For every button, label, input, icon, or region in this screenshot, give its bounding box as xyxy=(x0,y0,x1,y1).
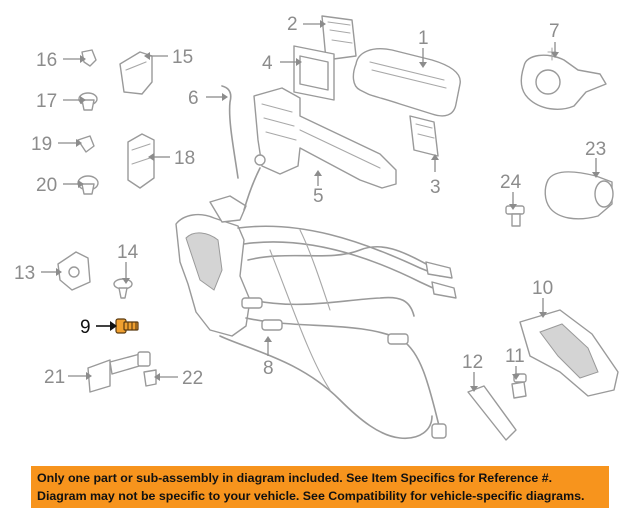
callout-1: 1 xyxy=(418,28,429,49)
callout-17: 17 xyxy=(36,91,57,112)
part-18-bracket xyxy=(127,133,155,189)
callout-14: 14 xyxy=(117,242,139,263)
callout-13: 13 xyxy=(14,263,35,284)
part-12-trim xyxy=(467,385,517,441)
callout-18: 18 xyxy=(174,148,195,169)
part-19-clip xyxy=(77,135,95,153)
part-7-lock-cylinder xyxy=(520,47,607,110)
callout-24: 24 xyxy=(500,172,522,193)
callout-16: 16 xyxy=(36,50,57,71)
callout-7: 7 xyxy=(549,21,560,42)
part-10-inner-handle xyxy=(519,309,619,397)
part-1-outer-handle xyxy=(352,48,461,117)
part-4-gasket xyxy=(293,45,335,101)
part-13-pad xyxy=(57,251,91,291)
part-2-cover xyxy=(321,15,357,61)
part-6-rod xyxy=(221,85,239,179)
callout-2: 2 xyxy=(287,14,298,35)
parts-diagram: 2 1 4 3 5 6 7 23 24 16 15 17 19 18 20 13… xyxy=(14,14,619,441)
callout-23: 23 xyxy=(585,139,606,160)
notice-line-1: Only one part or sub-assembly in diagram… xyxy=(37,471,553,485)
callout-15: 15 xyxy=(172,47,193,68)
part-9-bolt xyxy=(115,318,139,334)
part-23-cylinder-housing xyxy=(544,171,614,220)
callout-9: 9 xyxy=(80,317,91,338)
callout-11: 11 xyxy=(505,346,525,367)
notice-line-2: Diagram may not be specific to your vehi… xyxy=(37,489,585,503)
callout-10: 10 xyxy=(532,278,553,299)
leader-lines xyxy=(41,23,597,386)
callout-22: 22 xyxy=(182,368,203,389)
callout-6: 6 xyxy=(188,88,199,109)
part-15-bracket xyxy=(119,51,153,95)
part-11-screw xyxy=(511,373,527,399)
notice-banner: Only one part or sub-assembly in diagram… xyxy=(31,466,609,508)
callout-5: 5 xyxy=(313,186,324,207)
callout-8: 8 xyxy=(263,358,274,379)
part-17-grommet xyxy=(78,92,98,111)
part-22-screw xyxy=(143,369,157,387)
callout-21: 21 xyxy=(44,367,65,388)
part-5-handle-frame xyxy=(253,87,397,189)
callout-4: 4 xyxy=(262,53,273,74)
leader-9 xyxy=(96,321,117,331)
part-3-pad xyxy=(409,115,439,157)
callout-19: 19 xyxy=(31,134,52,155)
callout-12: 12 xyxy=(462,352,483,373)
part-14-pin xyxy=(113,278,133,299)
callout-20: 20 xyxy=(36,175,57,196)
part-24-screw xyxy=(505,205,525,227)
part-8-lock-actuator xyxy=(175,154,457,440)
callout-3: 3 xyxy=(430,177,441,198)
part-21-striker xyxy=(87,351,151,393)
leader-arrowheads xyxy=(56,20,600,392)
